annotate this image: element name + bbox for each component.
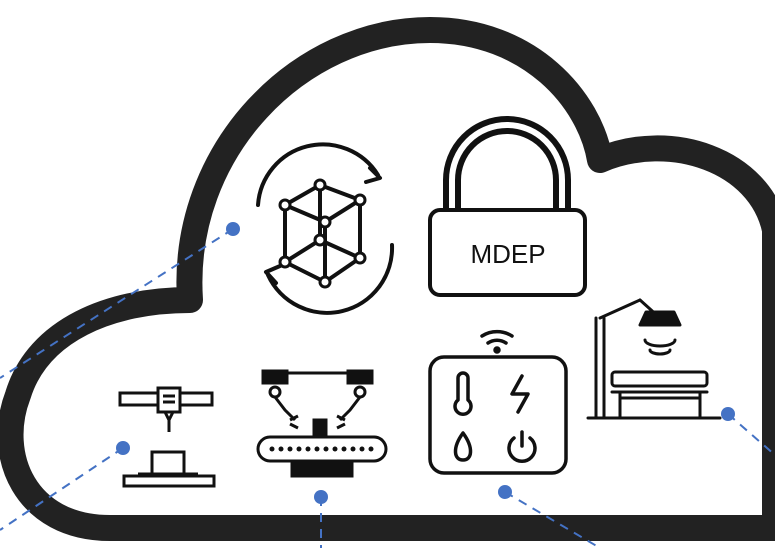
connector-robot	[727, 413, 775, 456]
dot-assembly	[314, 490, 328, 504]
dot-model	[226, 222, 240, 236]
connector-model	[0, 228, 234, 379]
rotating-cube-icon	[256, 142, 395, 315]
connector-sensor	[504, 491, 601, 548]
padlock-icon	[428, 116, 587, 297]
cloud-outline	[0, 17, 775, 541]
dot-sensor	[498, 485, 512, 499]
3d-printer-icon	[118, 386, 216, 488]
connector-printer	[0, 447, 124, 531]
connector-dots	[116, 222, 735, 504]
dot-printer	[116, 441, 130, 455]
robot-assembly-line-icon	[256, 369, 388, 478]
dot-robot	[721, 407, 735, 421]
connector-lines	[0, 228, 775, 548]
robotic-arm-table-icon	[586, 298, 722, 420]
wireless-sensor-panel-icon	[428, 329, 568, 475]
lock-label: MDEP	[470, 239, 545, 269]
